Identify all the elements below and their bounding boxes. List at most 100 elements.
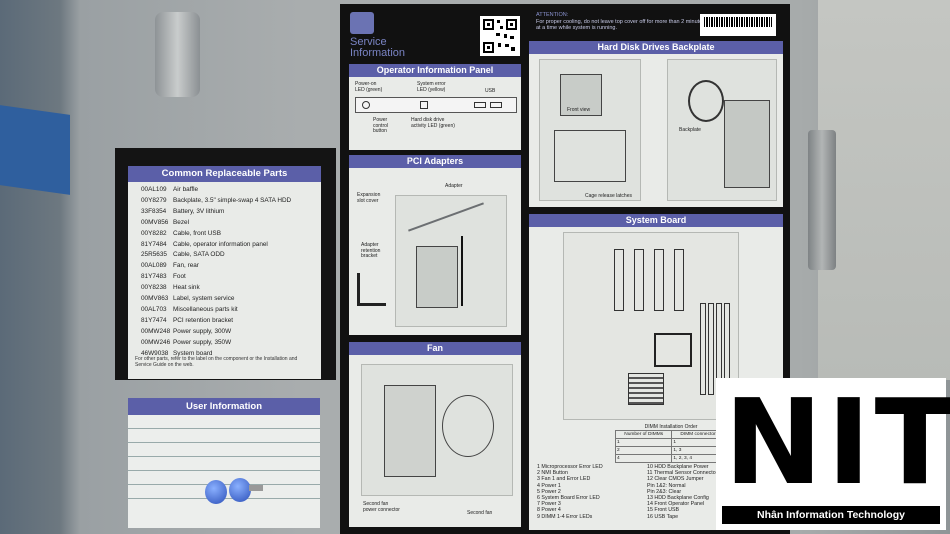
part-description: PCI retention bracket bbox=[173, 316, 234, 324]
bracket-icon bbox=[357, 273, 386, 306]
screw-shaft bbox=[249, 485, 263, 491]
connector-block bbox=[628, 373, 664, 405]
pci-slot bbox=[674, 249, 684, 311]
part-description: Battery, 3V lithium bbox=[173, 207, 225, 215]
divider bbox=[128, 456, 320, 457]
error-led-label: System error LED (yellow) bbox=[417, 81, 446, 93]
part-number: 33F8354 bbox=[141, 207, 167, 215]
part-row: 00AL703 Miscellaneous parts kit bbox=[141, 305, 321, 316]
part-description: Label, system service bbox=[173, 295, 235, 303]
power-button-icon bbox=[362, 101, 370, 109]
front-view-label: Front view bbox=[567, 107, 591, 113]
legend-item: 2 NMI Button bbox=[537, 470, 568, 477]
pci-slot bbox=[654, 249, 664, 311]
legend-item: 1 Microprocessor Error LED bbox=[537, 464, 603, 470]
divider bbox=[128, 428, 320, 429]
part-description: Cable, front USB bbox=[173, 229, 221, 237]
cpu-socket bbox=[654, 333, 692, 367]
service-title: Service Information bbox=[350, 36, 406, 59]
down-arrow-icon bbox=[461, 236, 463, 306]
pci-title: PCI Adapters bbox=[349, 155, 521, 168]
legend-item: 5 Power 2 bbox=[537, 488, 561, 495]
part-description: Cable, operator information panel bbox=[173, 240, 268, 248]
fan-section: Fan Second fan power connector Second fa… bbox=[349, 342, 521, 527]
part-description: Power supply, 300W bbox=[173, 327, 232, 335]
part-row: 00MV856 Bezel bbox=[141, 218, 321, 229]
table-cell: 4 bbox=[614, 454, 673, 463]
legend-item: 15 Front USB bbox=[647, 507, 680, 514]
part-row: 00MV863 Label, system service bbox=[141, 294, 321, 305]
power-led-label: Power-on LED (green) bbox=[355, 81, 383, 93]
dimm-slot bbox=[708, 303, 714, 395]
cage-label: Cage release latches bbox=[585, 193, 632, 199]
rotate-arrow-icon bbox=[688, 80, 724, 122]
parts-footnote: For other parts, refer to the label on t… bbox=[135, 356, 298, 368]
pci-section: PCI Adapters Expansion slot cover Adapte… bbox=[349, 155, 521, 335]
bracket-label: Adapter retention bracket bbox=[361, 242, 381, 259]
usb-port-icon bbox=[474, 102, 486, 108]
adapter-label: Adapter bbox=[445, 183, 463, 189]
table-cell: 2 bbox=[614, 446, 673, 455]
legend-item: 16 USB Tape bbox=[647, 513, 679, 520]
part-row: 33F8354 Battery, 3V lithium bbox=[141, 207, 321, 218]
part-description: Backplate, 3.5" simple-swap 4 SATA HDD bbox=[173, 196, 292, 204]
operator-panel-title: Operator Information Panel bbox=[349, 64, 521, 77]
part-number: 00MV863 bbox=[141, 295, 169, 303]
usb-label: USB bbox=[485, 88, 496, 94]
part-number: 00MW248 bbox=[141, 327, 171, 335]
legend-item: 7 Power 3 bbox=[537, 501, 561, 508]
dimm-col-header: Number of DIMMs bbox=[614, 430, 673, 439]
part-description: System board bbox=[173, 349, 213, 357]
legend-item: 11 Thermal Sensor Connector bbox=[647, 470, 718, 477]
thumbscrew bbox=[205, 480, 227, 504]
part-description: Fan, rear bbox=[173, 262, 199, 270]
part-row: 46W9038 System board bbox=[141, 349, 321, 360]
fan-diagram bbox=[361, 364, 513, 496]
part-number: 00Y8279 bbox=[141, 196, 167, 204]
operator-panel-section: Operator Information Panel Power-on LED … bbox=[349, 64, 521, 150]
part-number: 00MV856 bbox=[141, 218, 169, 226]
part-description: Cable, SATA ODD bbox=[173, 251, 225, 259]
part-number: 00AL089 bbox=[141, 262, 167, 270]
part-description: Bezel bbox=[173, 218, 189, 226]
fan-title: Fan bbox=[349, 342, 521, 355]
thumbscrew bbox=[229, 478, 251, 502]
pci-slot bbox=[614, 249, 624, 311]
part-description: Air baffle bbox=[173, 186, 199, 193]
hdd-led-label: Hard disk drive activity LED (green) bbox=[411, 117, 455, 129]
legend-item: 13 HDD Backplane Config bbox=[647, 495, 709, 502]
error-led-icon bbox=[420, 101, 428, 109]
part-number: 46W9038 bbox=[141, 349, 169, 357]
user-info-title: User Information bbox=[128, 398, 320, 415]
legend-item: Pin 1&2: Normal bbox=[647, 482, 686, 489]
fan-icon bbox=[442, 395, 494, 457]
pci-slot bbox=[634, 249, 644, 311]
system-board-title: System Board bbox=[529, 214, 783, 227]
part-description: Miscellaneous parts kit bbox=[173, 305, 238, 313]
legend-item: 14 Front Operator Panel bbox=[647, 501, 705, 508]
legend-item: 9 DIMM 1-4 Error LEDs bbox=[537, 513, 593, 520]
hdd-title: Hard Disk Drives Backplate bbox=[529, 41, 783, 54]
attention-heading: ATTENTION: bbox=[536, 12, 569, 18]
attention-text: For proper cooling, do not leave top cov… bbox=[536, 18, 705, 32]
divider bbox=[128, 470, 320, 471]
part-row: 00Y8279 Backplate, 3.5" simple-swap 4 SAT… bbox=[141, 196, 321, 207]
legend-item: Pin 2&3: Clear bbox=[647, 488, 682, 495]
hdd-section: Hard Disk Drives Backplate Front view Ca… bbox=[529, 41, 783, 207]
legend-item: 6 System Board Error LED bbox=[537, 495, 600, 502]
part-number: 00AL703 bbox=[141, 305, 167, 313]
pci-diagram bbox=[395, 195, 507, 327]
legend-item: 12 Clear CMOS Jumper bbox=[647, 476, 704, 483]
part-description: Power supply, 350W bbox=[173, 338, 232, 346]
